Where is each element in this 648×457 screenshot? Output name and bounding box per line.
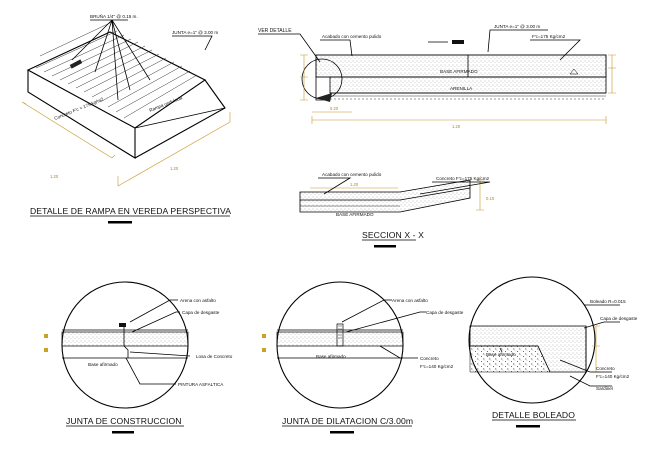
detalle-junta-label: JUNTA e=1" @ 3.00 m xyxy=(494,24,540,29)
construccion-base-label: Base afirmado xyxy=(88,362,118,367)
seccion-acabado-label: Acabado con cemento pulido xyxy=(322,172,382,177)
detalle-vereda-drawing xyxy=(258,29,616,124)
dilatacion-base-label: Base afirmado xyxy=(316,354,346,359)
rampa-junta-label: JUNTA e=1" @ 3.00 m xyxy=(172,30,218,35)
construccion-capa-label: Capa de desgaste xyxy=(182,310,220,315)
detalle-dim-total: 1.20 xyxy=(452,124,461,129)
seccion-dim-right: 0.10 xyxy=(486,196,495,201)
boleado-capa-label: Capa de desgaste xyxy=(600,316,638,321)
seccion-title-bar xyxy=(374,245,396,248)
dilatacion-title-bar xyxy=(330,431,354,434)
seccion-concreto-label: Concreto F'c=175 Kg/cm2 xyxy=(436,176,490,181)
seccion-base-label: BASE AFIRMADO xyxy=(336,212,374,217)
rampa-title-bar xyxy=(108,221,132,224)
dilatacion-capa-label: Capa de desgaste xyxy=(426,310,464,315)
junta-dilatacion-drawing xyxy=(262,281,426,409)
seccion-dim: 1.20 xyxy=(350,182,359,187)
dilatacion-concreto-label: Concreto xyxy=(420,356,439,361)
detalle-base-label: BASE AFIRMADO xyxy=(440,69,478,74)
construccion-losa-label: Losa de Concreto xyxy=(196,354,233,359)
rampa-bruna-label: BRUÑA 1/4" @ 0.15 m. xyxy=(90,13,138,19)
boleado-concreto-label: Concreto xyxy=(596,366,615,371)
boleado-sardinel-label: Sardinel xyxy=(596,386,613,391)
boleado-fc-label: F'c=140 Kg/cm2 xyxy=(596,374,630,379)
rampa-perspectiva-drawing: Concreto F'c = 175 kg/m2 Rampa ondulada xyxy=(21,19,231,187)
boleado-base-label: Base afirmado xyxy=(486,352,516,357)
boleado-title: DETALLE BOLEADO xyxy=(492,410,575,420)
detalle-dim-left: 0.20 xyxy=(330,106,339,111)
seccion-xx-drawing xyxy=(299,177,491,213)
dilatacion-fc-label: F'c=140 Kg/cm2 xyxy=(420,364,454,369)
dilatacion-arena-label: Arena con asfalto xyxy=(392,298,428,303)
rampa-dim-a: 1.20 xyxy=(50,174,59,179)
svg-text:Rampa ondulada: Rampa ondulada xyxy=(149,95,184,113)
detalle-arenilla-label: ARENILLA xyxy=(450,86,473,91)
construccion-title-bar xyxy=(112,431,134,434)
construccion-pintura-label: PINTURA ASFALTICA xyxy=(178,382,224,387)
detalle-boleado-drawing xyxy=(468,276,620,404)
rampa-dim-b: 1.20 xyxy=(170,166,179,171)
boleado-title-bar xyxy=(516,425,540,428)
detalle-fc-label: F'c=175 Kg/cm2 xyxy=(532,34,566,39)
ver-detalle-label: VER DETALLE xyxy=(258,28,292,34)
rampa-title: DETALLE DE RAMPA EN VEREDA PERSPECTIVA xyxy=(30,206,231,216)
junta-construccion-drawing xyxy=(44,281,191,409)
svg-text:Concreto F'c = 175 kg/m2: Concreto F'c = 175 kg/m2 xyxy=(54,96,105,121)
construccion-arena-label: Arena con asfalto xyxy=(180,298,216,303)
construccion-title: JUNTA DE CONSTRUCCION xyxy=(66,416,182,426)
boleado-boleado-label: Boleado R=0.015 xyxy=(590,299,626,304)
detalle-acabado-label: Acabado con cemento pulido xyxy=(322,34,382,39)
dilatacion-title: JUNTA DE DILATACION C/3.00m xyxy=(282,416,413,426)
seccion-title: SECCION X - X xyxy=(362,230,424,240)
